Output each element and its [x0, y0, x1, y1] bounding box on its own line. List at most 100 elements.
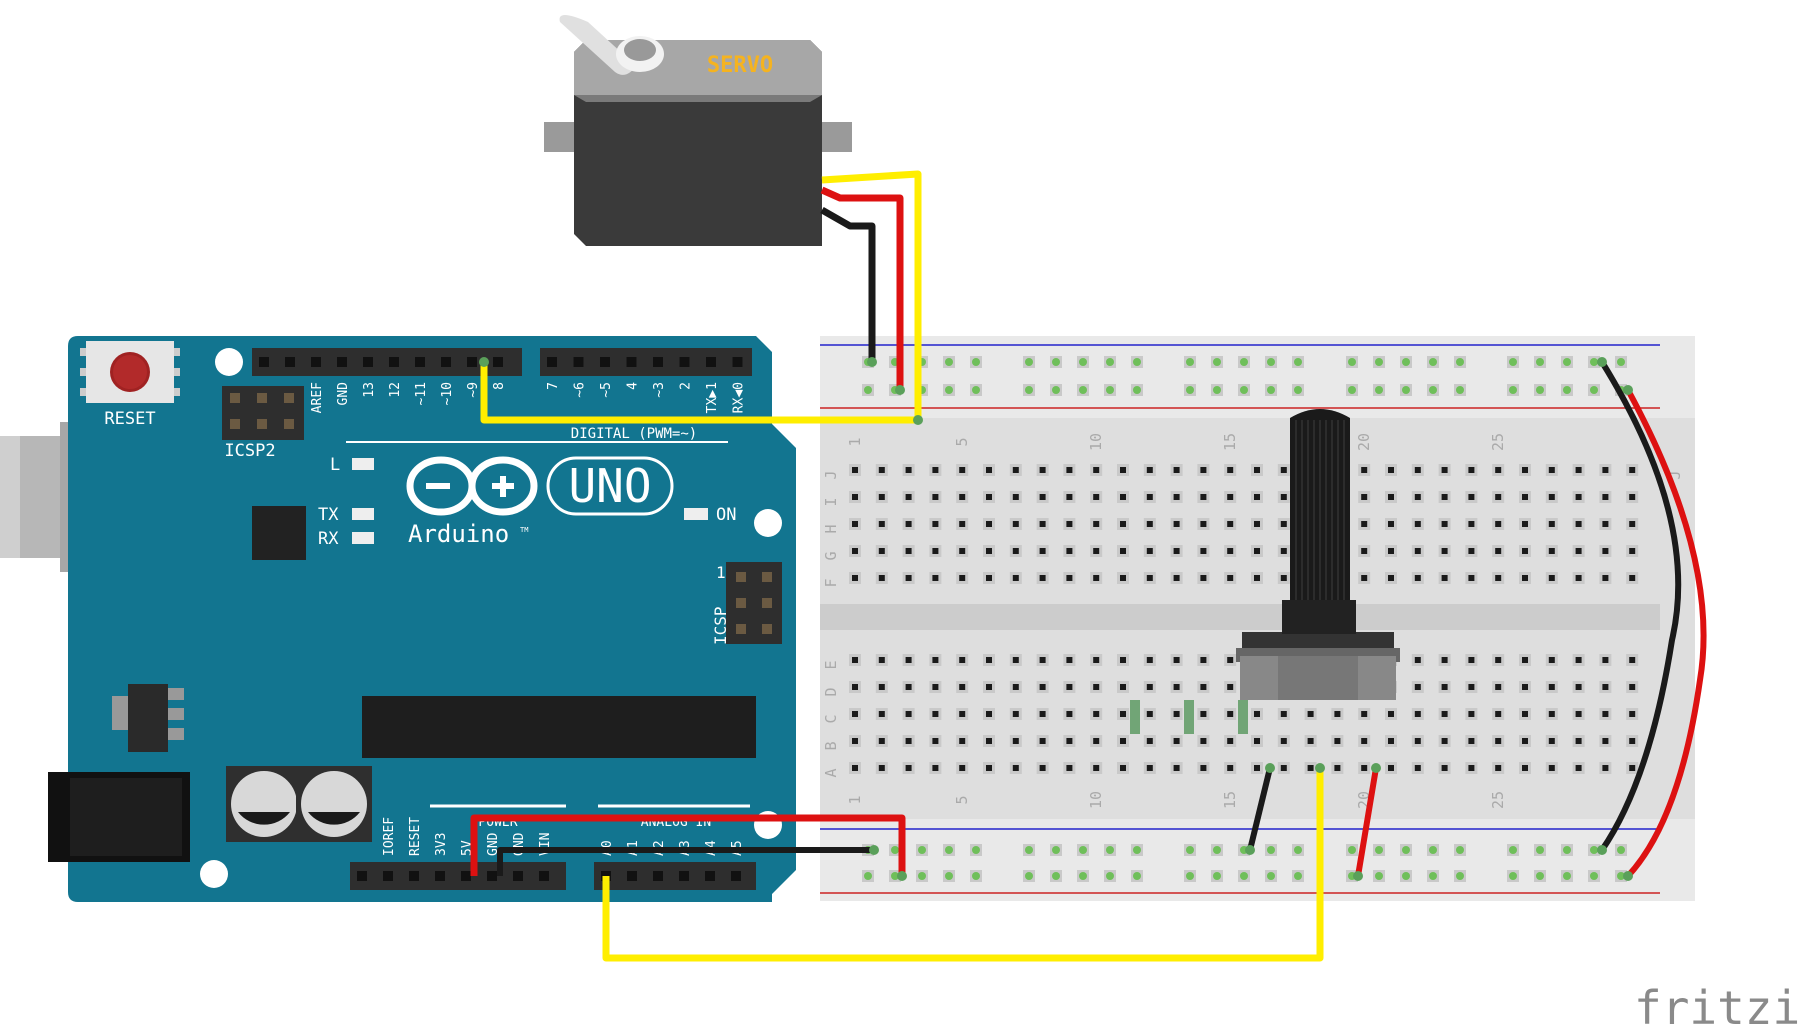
breadboard-hole-center — [1575, 765, 1582, 771]
breadboard-hole-center — [1441, 494, 1448, 500]
breadboard-hole-center — [1414, 467, 1421, 473]
breadboard-hole-center — [905, 657, 912, 663]
breadboard-hole-center — [1414, 575, 1421, 581]
breadboard-hole-center — [1066, 521, 1073, 527]
header-pin[interactable] — [573, 357, 584, 367]
header-pin[interactable] — [285, 357, 295, 367]
rail-hole-marker — [945, 872, 953, 880]
breadboard-hole-center — [1522, 765, 1528, 771]
arduino-board-pcb — [68, 336, 796, 902]
header-pin[interactable] — [363, 357, 373, 367]
breadboard-hole-center — [1254, 548, 1260, 554]
row-letter: F — [822, 578, 840, 587]
breadboard-hole-center — [1093, 765, 1100, 771]
header-pin[interactable] — [487, 871, 497, 881]
rail-hole-marker — [1052, 358, 1060, 366]
rail-hole-marker — [1213, 386, 1221, 394]
breadboard-hole-center — [1120, 521, 1126, 527]
breadboard-hole-center — [1254, 765, 1260, 771]
header-pin[interactable] — [627, 871, 637, 881]
breadboard-hole-center — [932, 521, 939, 527]
rail-hole-marker — [1617, 846, 1625, 854]
header-pin[interactable] — [415, 357, 425, 367]
column-number: 25 — [1489, 791, 1507, 809]
header-pin[interactable] — [389, 357, 399, 367]
breadboard-hole-center — [1120, 494, 1126, 500]
header-pin[interactable] — [679, 871, 689, 881]
header-pin[interactable] — [409, 871, 419, 881]
breadboard-hole-center — [878, 521, 885, 527]
breadboard-hole-center — [1388, 548, 1394, 554]
led-rx — [352, 532, 374, 544]
rail-bridge-ground-wire — [1599, 360, 1682, 852]
breadboard-hole-center — [1173, 684, 1180, 690]
capacitor — [296, 766, 372, 842]
icsp2-label: ICSP2 — [224, 441, 275, 461]
rail-bridge-power-wire — [1625, 388, 1707, 879]
breadboard-hole-center — [1012, 684, 1019, 690]
rail-hole-marker — [1240, 358, 1248, 366]
header-pin[interactable] — [493, 357, 503, 367]
breadboard-hole-center — [986, 765, 992, 771]
breadboard-hole-center — [1066, 467, 1073, 473]
breadboard-hole-center — [1522, 548, 1528, 554]
header-pin[interactable] — [539, 871, 549, 881]
digital-label: DIGITAL (PWM=~) — [571, 426, 697, 442]
header-pin[interactable] — [600, 357, 610, 367]
breadboard-hole-center — [1495, 548, 1502, 554]
breadboard-hole-center — [986, 738, 992, 744]
breadboard-hole-center — [986, 494, 992, 500]
servo-label: SERVO — [707, 53, 773, 78]
header-pin[interactable] — [467, 357, 477, 367]
led-on-label: ON — [716, 505, 736, 525]
rail-hole-marker — [1106, 846, 1114, 854]
header-pin[interactable] — [653, 871, 663, 881]
header-pin[interactable] — [547, 357, 557, 367]
breadboard-hole-center — [959, 521, 966, 527]
reset-button[interactable] — [80, 341, 180, 403]
breadboard-hole-center — [1495, 467, 1502, 473]
breadboard-hole-center — [1575, 684, 1582, 690]
breadboard-hole-center — [1227, 738, 1234, 744]
breadboard-hole-center — [959, 711, 966, 717]
header-pin[interactable] — [731, 871, 741, 881]
header-pin[interactable] — [705, 871, 715, 881]
led-tx-label: TX — [318, 505, 339, 525]
breadboard-hole-center — [878, 657, 885, 663]
breadboard-hole-center — [905, 521, 912, 527]
icsp-header — [726, 562, 782, 644]
header-pin[interactable] — [435, 871, 445, 881]
header-pin[interactable] — [441, 357, 451, 367]
breadboard-hole-center — [1173, 575, 1180, 581]
rail-hole-marker — [1348, 386, 1356, 394]
rail-hole-marker — [1106, 386, 1114, 394]
row-letter: J — [1666, 470, 1684, 479]
header-pin[interactable] — [732, 357, 743, 367]
rail-hole-marker — [1402, 872, 1410, 880]
header-pin[interactable] — [679, 357, 690, 367]
breadboard-hole-center — [1066, 711, 1073, 717]
digital-pin-label: 13 — [362, 382, 377, 398]
header-pin[interactable] — [259, 357, 269, 367]
header-pin[interactable] — [706, 357, 716, 367]
column-number: 15 — [1221, 791, 1239, 809]
rail-hole-marker — [1079, 386, 1087, 394]
header-pin[interactable] — [461, 871, 471, 881]
breadboard-hole-center — [852, 765, 858, 771]
breadboard-hole-center — [1012, 548, 1019, 554]
header-pin[interactable] — [513, 871, 523, 881]
header-pin[interactable] — [357, 871, 367, 881]
rail-hole-marker — [1536, 358, 1544, 366]
rail-hole-marker — [1617, 872, 1625, 880]
header-pin[interactable] — [311, 357, 321, 367]
breadboard-hole-center — [1361, 738, 1368, 744]
breadboard-hole-center — [1495, 521, 1502, 527]
header-pin[interactable] — [383, 871, 393, 881]
header-pin[interactable] — [653, 357, 663, 367]
breadboard-hole-center — [1361, 711, 1368, 717]
header-pin[interactable] — [626, 357, 637, 367]
digital-pin-label: ~9 — [466, 382, 481, 398]
breadboard-hole-center — [986, 575, 992, 581]
rail-hole-marker — [1267, 846, 1275, 854]
header-pin[interactable] — [337, 357, 347, 367]
